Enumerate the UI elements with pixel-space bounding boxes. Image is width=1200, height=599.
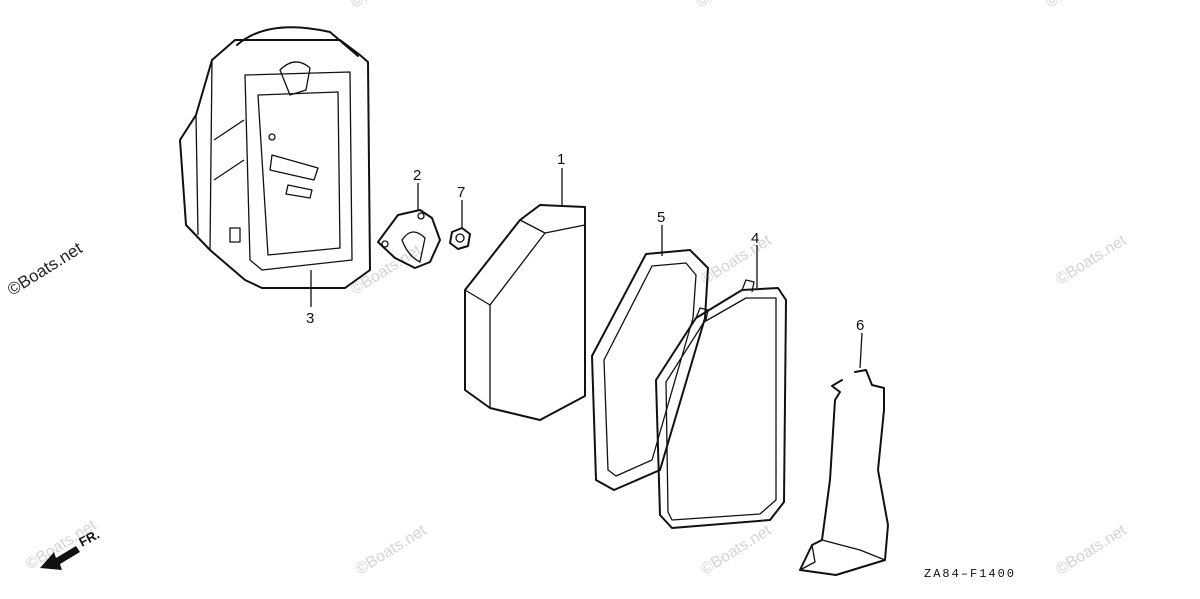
part-number-5: 5 xyxy=(657,209,665,226)
part-1-foam-element xyxy=(464,168,586,421)
part-number-6: 6 xyxy=(856,317,864,334)
part-6-wire-clip xyxy=(799,332,889,576)
watermark: ©Boats.net xyxy=(1053,522,1130,579)
part-number-4: 4 xyxy=(751,230,759,247)
part-labels: 1 2 3 4 5 6 7 xyxy=(306,151,864,334)
watermark: ©Boats.net xyxy=(1053,232,1130,289)
part-7-nut xyxy=(449,200,471,250)
part-number-7: 7 xyxy=(457,184,465,201)
part-4-cover xyxy=(655,245,787,529)
part-5-gasket xyxy=(591,225,709,491)
watermark: ©Boats.net xyxy=(348,0,425,11)
watermark: ©Boats.net xyxy=(1043,0,1120,11)
watermark: ©Boats.net xyxy=(698,522,775,579)
part-3-air-cleaner-case xyxy=(179,26,371,307)
watermark: ©Boats.net xyxy=(693,0,770,11)
diagram-code: ZA84–F1400 xyxy=(924,567,1016,581)
front-arrow-icon xyxy=(40,546,80,570)
watermark: ©Boats.net xyxy=(698,232,775,289)
part-number-1: 1 xyxy=(557,151,565,168)
leader-6 xyxy=(859,332,863,369)
part-number-2: 2 xyxy=(413,167,421,184)
part-number-3: 3 xyxy=(306,310,314,327)
side-watermark: ©Boats.net xyxy=(4,238,86,299)
watermarks: ©Boats.net ©Boats.net ©Boats.net ©Boats.… xyxy=(23,0,1130,578)
watermark: ©Boats.net xyxy=(353,522,430,579)
part-2-breather-plate xyxy=(377,183,441,269)
